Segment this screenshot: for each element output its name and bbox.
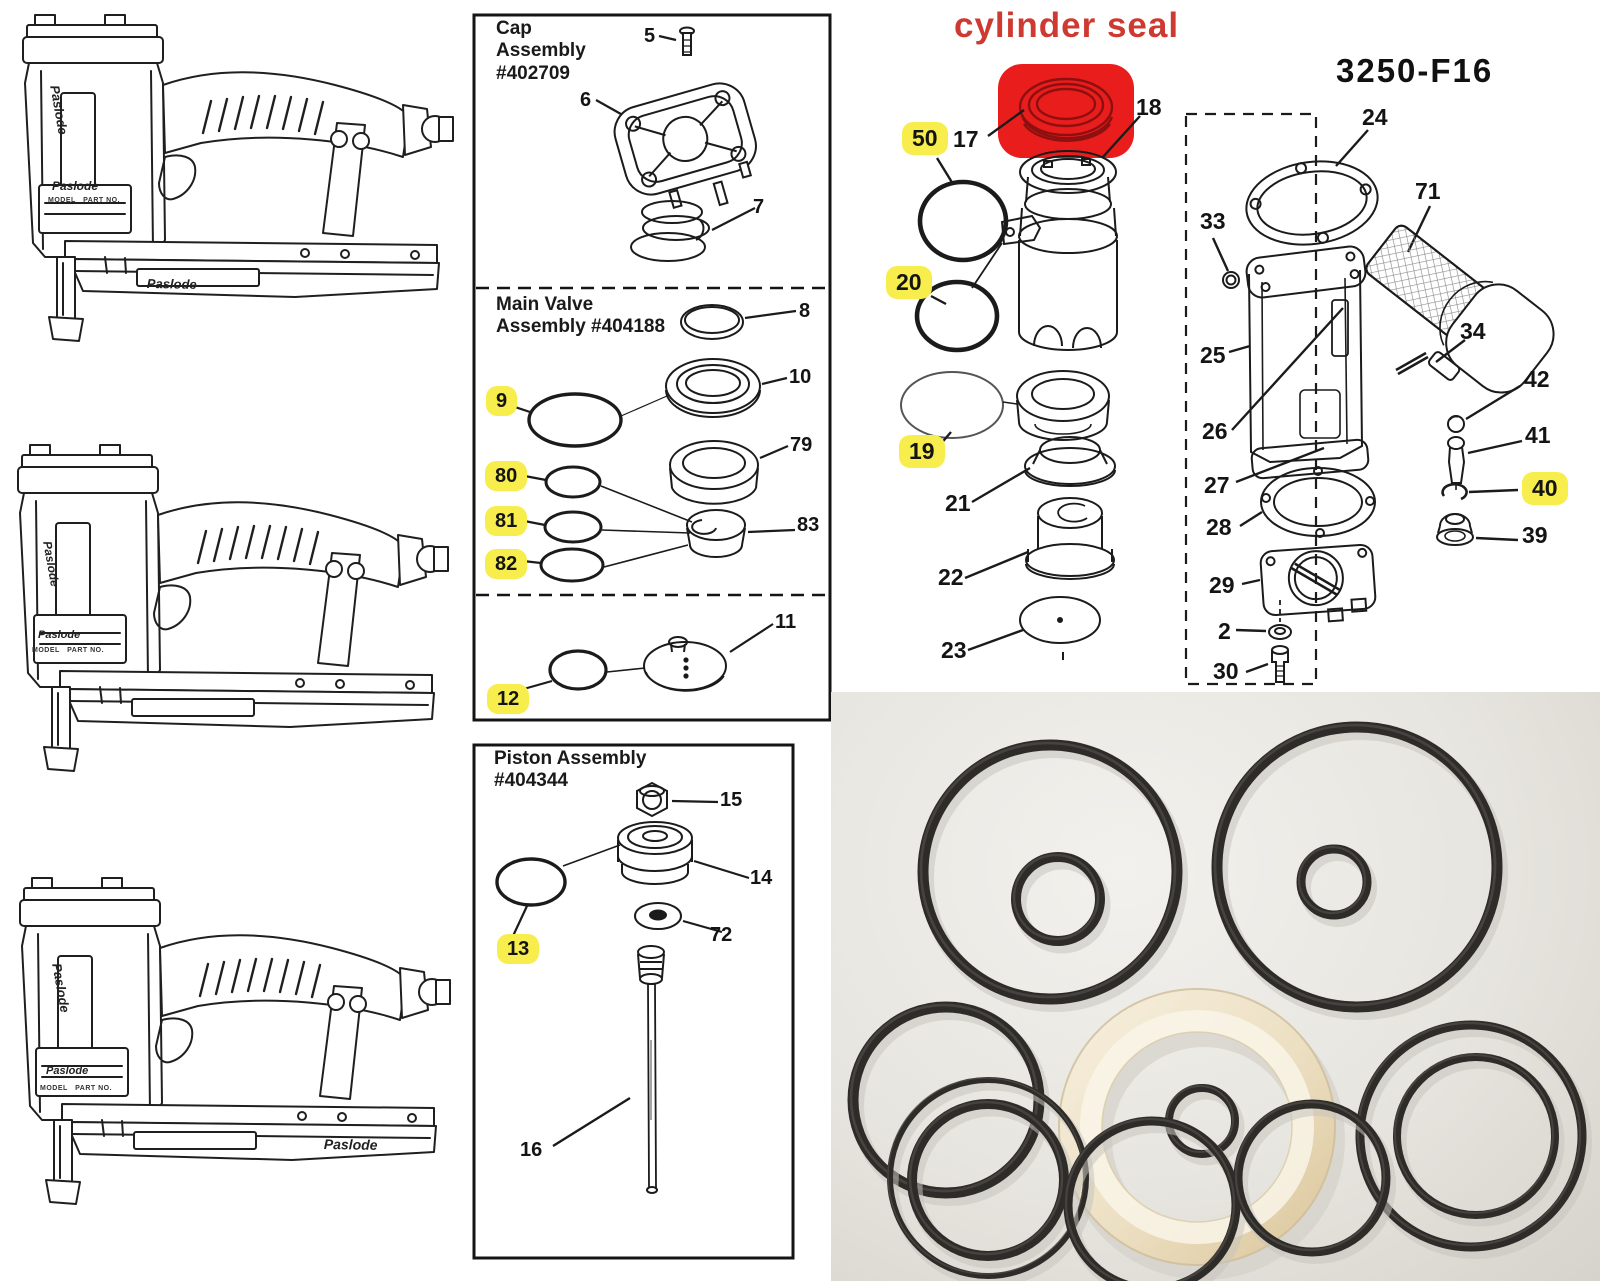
o-ring-photo bbox=[1211, 721, 1503, 1013]
o-ring-highlight bbox=[1064, 1117, 1236, 1281]
o-ring-highlight bbox=[919, 741, 1177, 999]
housing-diagram-art bbox=[1184, 112, 1555, 686]
o-ring-highlight bbox=[908, 1100, 1064, 1256]
o-ring-photo bbox=[1063, 1116, 1241, 1281]
o-ring-highlight bbox=[1213, 723, 1497, 1007]
assembly-boxes bbox=[472, 13, 832, 1260]
main-valve-art bbox=[505, 304, 797, 583]
piston-assembly-art bbox=[495, 781, 750, 1194]
o-ring-highlight bbox=[1234, 1100, 1386, 1252]
o-ring-photo bbox=[1355, 1020, 1587, 1252]
nailer-drawing-1 bbox=[21, 13, 455, 343]
cap-assembly-art bbox=[595, 26, 757, 262]
nailer-drawing-3 bbox=[18, 876, 452, 1206]
oring-kit-photo-art bbox=[847, 721, 1592, 1281]
o-ring-highlight bbox=[1356, 1021, 1582, 1247]
o-ring-highlight bbox=[1297, 845, 1367, 915]
o-ring-highlight bbox=[1394, 1054, 1554, 1214]
check-valve-art bbox=[512, 623, 774, 694]
cylinder-seal-inner-face bbox=[1080, 1010, 1314, 1244]
o-ring-photo bbox=[887, 1077, 1089, 1279]
o-ring-photo bbox=[1233, 1099, 1391, 1257]
nailer-drawing-2 bbox=[16, 443, 450, 773]
o-ring-photo bbox=[907, 1099, 1069, 1261]
cylinder-seal-inner-edge bbox=[1101, 1031, 1293, 1223]
o-ring-photo bbox=[1393, 1053, 1559, 1219]
oring-kit-photo bbox=[831, 692, 1600, 1281]
dashed-group-box bbox=[1184, 112, 1318, 686]
cylinder-seal-outer-edge bbox=[1058, 988, 1336, 1266]
o-ring-photo bbox=[1011, 852, 1105, 946]
o-ring-highlight bbox=[1012, 853, 1100, 941]
cylinder-seal-stack-art bbox=[900, 64, 1141, 660]
o-ring-shadow bbox=[889, 1081, 1095, 1281]
o-ring-photo bbox=[917, 739, 1183, 1005]
o-ring-photo bbox=[1296, 844, 1372, 920]
